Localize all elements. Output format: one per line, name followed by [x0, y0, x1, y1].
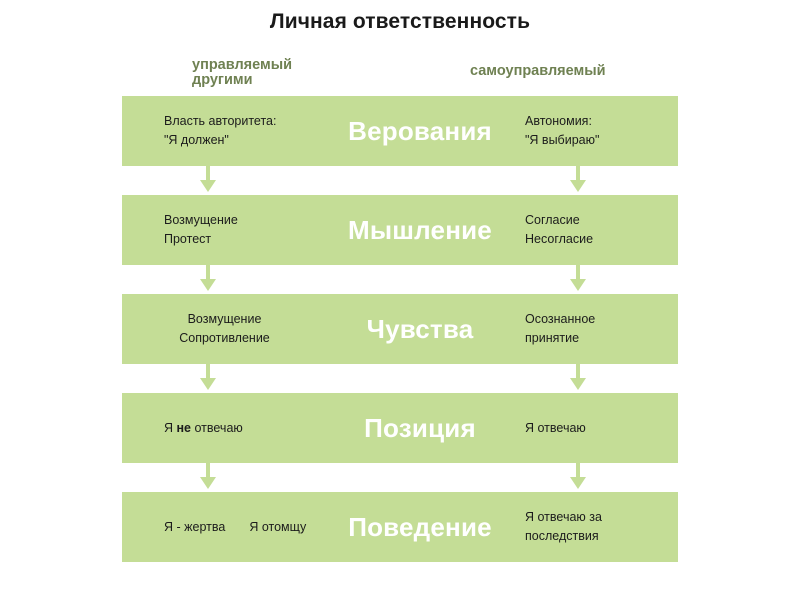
left-line: Власть авторитета: — [164, 114, 277, 128]
arrow-down-icon — [195, 265, 221, 294]
left-line: Возмущение — [187, 312, 262, 326]
right-text-thinking: Согласие Несогласие — [513, 211, 678, 249]
center-label-feelings: Чувства — [366, 313, 474, 344]
left-text-beliefs: Власть авторитета: "Я должен" — [122, 112, 327, 150]
arrow-down-icon — [565, 364, 591, 393]
arrow-down-icon — [195, 364, 221, 393]
band-thinking: Возмущение Протест Мышление Согласие Нес… — [122, 195, 678, 265]
left-pair-item: Я отомщу — [249, 519, 307, 534]
left-text-feelings: Возмущение Сопротивление — [122, 310, 327, 348]
right-line: Автономия: — [525, 114, 592, 128]
center-label-position: Позиция — [364, 412, 476, 443]
left-pair-item: Я - жертва — [164, 519, 226, 534]
right-line: Несогласие — [525, 232, 594, 246]
arrow-down-icon — [565, 265, 591, 294]
right-line: Я отвечаю — [525, 420, 586, 435]
diagram-row: Власть авторитета: "Я должен" Верования … — [122, 96, 678, 166]
band-position: Я не отвечаю Позиция Я отвечаю — [122, 393, 678, 463]
band-beliefs: Власть авторитета: "Я должен" Верования … — [122, 96, 678, 166]
left-line-before: Я — [164, 420, 177, 435]
center-label-thinking: Мышление — [348, 214, 492, 245]
diagram-row: Возмущение Сопротивление Чувства Осознан… — [122, 294, 678, 364]
diagram-row: Я не отвечаю Позиция Я отвечаю — [122, 393, 678, 463]
center-label-behaviour: Поведение — [348, 511, 492, 542]
right-line: Осознанное — [525, 312, 596, 326]
connector-gap — [122, 166, 678, 195]
left-line: Протест — [164, 232, 212, 246]
right-text-feelings: Осознанное принятие — [513, 310, 678, 348]
left-text-position: Я не отвечаю — [122, 419, 327, 438]
connector-gap — [122, 463, 678, 492]
right-line: принятие — [525, 331, 580, 345]
connector-gap — [122, 265, 678, 294]
right-line: последствия — [525, 529, 599, 543]
right-line: Согласие — [525, 213, 580, 227]
diagram-row: Я - жертва Я отомщу Поведение Я отвечаю … — [122, 492, 678, 562]
left-line: Я не отвечаю — [164, 419, 327, 438]
left-line: "Я должен" — [164, 133, 229, 147]
diagram-row: Возмущение Протест Мышление Согласие Нес… — [122, 195, 678, 265]
band-behaviour: Я - жертва Я отомщу Поведение Я отвечаю … — [122, 492, 678, 562]
arrow-down-icon — [195, 166, 221, 195]
arrow-down-icon — [195, 463, 221, 492]
left-line-emphasis: не — [176, 420, 192, 435]
center-label-beliefs: Верования — [348, 115, 492, 146]
left-line: Сопротивление — [179, 331, 270, 345]
left-line: Возмущение — [164, 213, 238, 227]
right-text-position: Я отвечаю — [513, 419, 678, 438]
arrow-down-icon — [565, 166, 591, 195]
page-title: Личная ответственность — [269, 10, 531, 33]
column-header-right: самоуправляемый — [470, 63, 606, 79]
left-text-behaviour: Я - жертва Я отомщу — [122, 518, 327, 537]
right-text-behaviour: Я отвечаю за последствия — [513, 508, 678, 546]
left-pair: Я - жертва Я отомщу — [164, 518, 327, 537]
arrow-down-icon — [565, 463, 591, 492]
right-line: "Я выбираю" — [525, 133, 600, 147]
right-text-beliefs: Автономия: "Я выбираю" — [513, 112, 678, 150]
connector-gap — [122, 364, 678, 393]
band-feelings: Возмущение Сопротивление Чувства Осознан… — [122, 294, 678, 364]
band-stack: Власть авторитета: "Я должен" Верования … — [122, 96, 678, 562]
right-line: Я отвечаю за — [525, 510, 602, 524]
column-header-left: управляемый другими — [192, 57, 293, 88]
left-text-thinking: Возмущение Протест — [122, 211, 327, 249]
left-line-after: отвечаю — [191, 420, 243, 435]
